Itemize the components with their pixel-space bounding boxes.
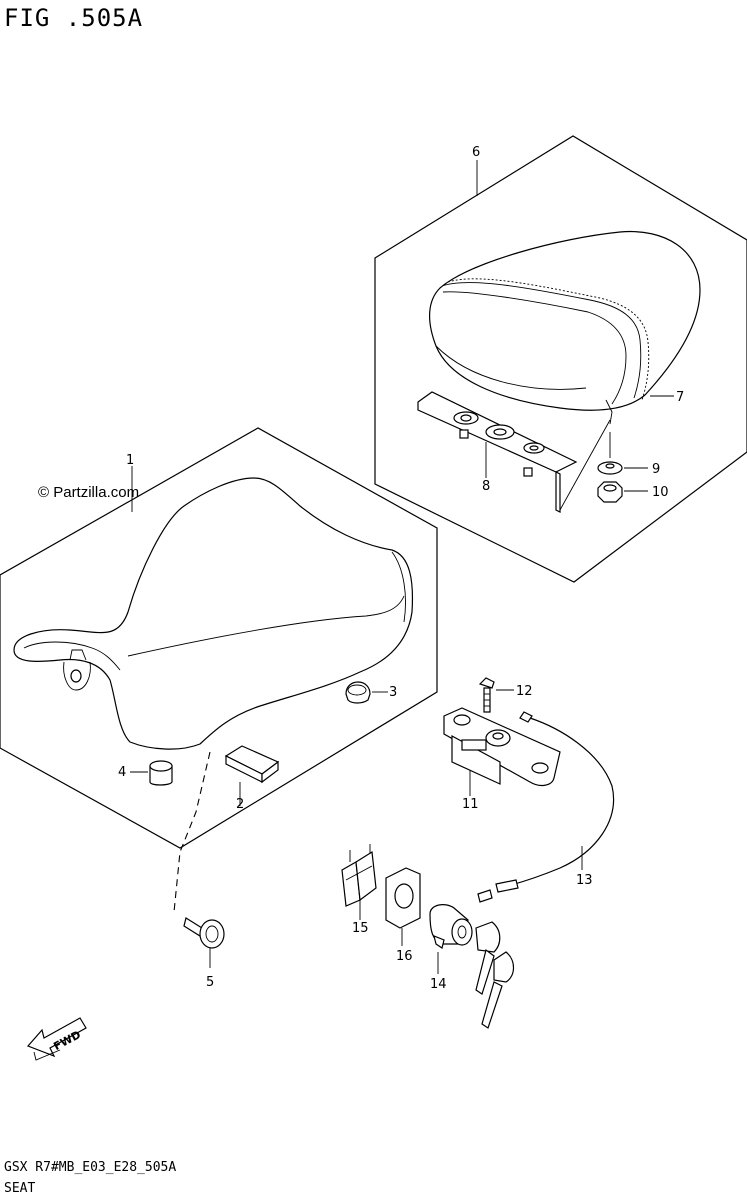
nut <box>597 481 623 503</box>
front-seat <box>13 477 414 750</box>
seat-rubber-cushion <box>345 681 371 704</box>
lock-plate <box>385 867 421 929</box>
rear-seat-group-box <box>374 135 747 583</box>
callout-9: 9 <box>652 462 660 477</box>
callout-1: 1 <box>126 453 134 468</box>
callout-12: 12 <box>516 684 533 699</box>
callout-15: 15 <box>352 921 369 936</box>
figure-code: GSX R7#MB_E03_E28_505A <box>4 1160 177 1175</box>
seat-pad <box>224 745 280 784</box>
callout-4: 4 <box>118 765 126 780</box>
watermark: © Partzilla.com <box>38 484 140 501</box>
key-cylinder <box>429 904 473 949</box>
figure-title: FIG .505A <box>4 4 144 32</box>
callout-14: 14 <box>430 977 447 992</box>
callout-11: 11 <box>462 797 479 812</box>
callout-5: 5 <box>206 975 214 990</box>
callout-10: 10 <box>652 485 669 500</box>
lock-clip <box>341 844 377 907</box>
washer <box>597 461 623 475</box>
rubber-spacer <box>149 760 173 786</box>
front-seat-group-box <box>0 427 438 849</box>
callout-8: 8 <box>482 479 490 494</box>
callout-16: 16 <box>396 949 413 964</box>
callout-7: 7 <box>676 390 684 405</box>
callout-6: 6 <box>472 145 480 160</box>
callout-2: 2 <box>236 797 244 812</box>
callout-13: 13 <box>576 873 593 888</box>
seat-bolt <box>183 917 225 949</box>
fwd-arrow-icon: FWD <box>26 1017 87 1061</box>
callout-3: 3 <box>389 685 397 700</box>
rear-seat-bracket <box>417 391 578 513</box>
key <box>475 921 515 1029</box>
seat-lock <box>443 707 561 787</box>
seat-lock-cable <box>477 711 615 903</box>
rear-seat-cushion <box>429 230 701 425</box>
screw <box>478 677 495 713</box>
figure-name: SEAT <box>4 1181 36 1196</box>
